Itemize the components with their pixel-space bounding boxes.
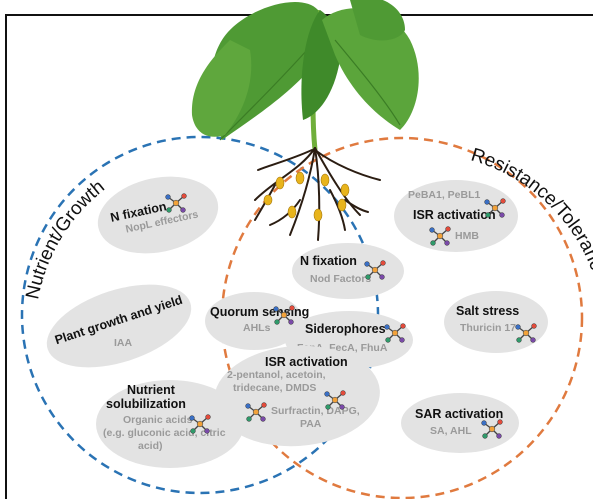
molecule-icon [188,413,212,435]
isr-right-detail-top: PeBA1, PeBL1 [408,189,481,201]
nutrient-title-line1: Nutrient [127,383,175,397]
nutrient-title-line2: solubilization [106,397,186,411]
n-fixation-center-title: N fixation [300,254,357,268]
isr-right-detail: HMB [455,230,479,242]
plant-growth-detail: IAA [114,337,133,349]
siderophores-title: Siderophores [305,322,386,336]
quorum-sensing-detail: AHLs [243,322,271,334]
plant-illustration [191,0,419,241]
molecule-icon [323,389,347,411]
resistance-tolerance-circle [220,136,584,499]
molecule-icon [480,418,504,440]
molecule-icon [272,304,296,326]
isr-center-detail-line4: PAA [300,418,322,430]
nutrient-growth-title: Nutrient/Growth [22,176,109,301]
isr-center-title: ISR activation [265,355,348,369]
molecule-icon [244,401,268,423]
n-fixation-center-detail: Nod Factors [310,273,372,285]
molecule-icon [428,225,452,247]
molecule-icon [164,192,188,214]
sar-activation-detail: SA, AHL [430,425,472,437]
salt-stress-ellipse [444,291,548,353]
salt-stress-title: Salt stress [456,304,520,318]
n-fixation-center-ellipse [292,243,404,299]
isr-center-detail-line3: Surfractin, DAPG, [271,405,360,417]
isr-right-title: ISR activation [413,208,496,222]
molecule-icon [383,322,407,344]
molecule-icon [483,197,507,219]
isr-center-detail-line1: 2-pentanol, acetoin, [227,369,326,381]
nutrient-detail-line3: acid) [138,440,163,452]
salt-stress-detail: Thuricin 17 [460,322,517,334]
isr-center-detail-line2: tridecane, DMDS [233,382,317,394]
molecule-icon [363,259,387,281]
nutrient-detail-line1: Organic acids [123,414,193,426]
isr-right-ellipse [394,180,518,252]
molecule-icon [514,322,538,344]
sar-activation-title: SAR activation [415,407,504,421]
